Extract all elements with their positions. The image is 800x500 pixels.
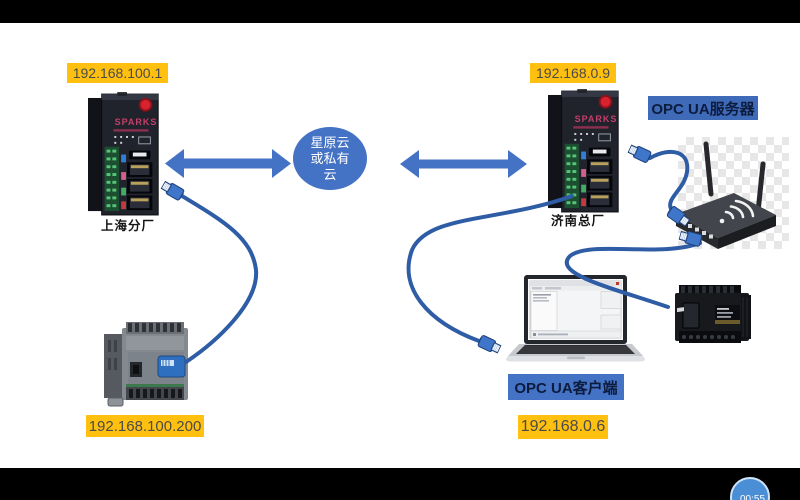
laptop-keyboard: [518, 346, 634, 354]
cloud-text-line2: 或私有: [310, 150, 350, 166]
cloud-text-line3: 云: [323, 166, 337, 182]
double-arrow-right: [400, 150, 527, 178]
cloud-text-line1: 星原云: [310, 134, 350, 150]
opcua-client-label: OPC UA客户端: [508, 374, 624, 400]
gateway-brand-right: SPARKS: [574, 114, 618, 124]
ethernet-plug-blue: [157, 355, 186, 378]
shanghai-gateway-device: [88, 92, 159, 216]
opcua-server-label: OPC UA服务器: [648, 96, 758, 120]
wireless-router-device: [676, 141, 776, 249]
wifi-icon: [719, 199, 755, 224]
double-arrow-left: [165, 149, 291, 178]
rj45-connector-icon-jinan-gateway: [626, 142, 653, 165]
plc-device-shanghai: [104, 322, 188, 407]
laptop-screen-app-window: [529, 280, 622, 339]
rj45-connector-icon-laptop: [476, 333, 503, 356]
shanghai-factory-label: 上海分厂: [101, 219, 156, 233]
laptop-device: [506, 275, 645, 362]
jinan-gateway-device: [548, 89, 619, 213]
jinan-factory-label: 济南总厂: [551, 214, 606, 228]
ip-label-shanghai-plc: 192.168.100.200: [86, 415, 204, 437]
plc-device-jinan: [675, 285, 751, 343]
bottom-letterbox-bar: [0, 468, 800, 500]
ip-label-jinan-gateway: 192.168.0.9: [530, 63, 616, 83]
ip-label-opcua-client: 192.168.0.6: [518, 415, 608, 439]
ip-label-shanghai-gateway: 192.168.100.1: [67, 63, 168, 83]
cloud-shape: 星原云 或私有 云: [293, 127, 367, 190]
plc-indicator-panel: [715, 305, 740, 324]
gateway-brand-left: SPARKS: [114, 117, 158, 127]
top-letterbox-bar: [0, 0, 800, 23]
